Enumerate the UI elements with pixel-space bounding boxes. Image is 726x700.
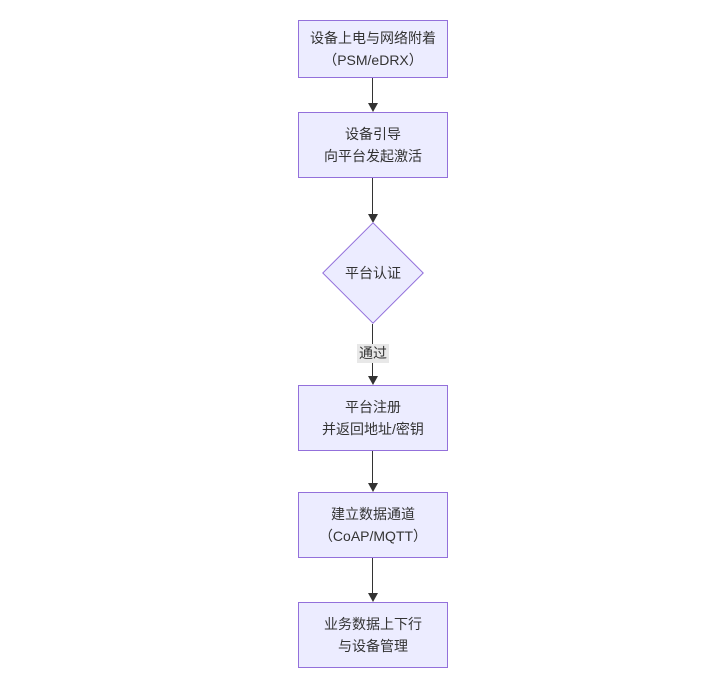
arrowhead-icon bbox=[368, 483, 378, 492]
edge-line-2 bbox=[372, 178, 373, 215]
node-label-line: 平台认证 bbox=[345, 265, 401, 281]
arrowhead-icon bbox=[368, 376, 378, 385]
flow-node-power-attach: 设备上电与网络附着 （PSM/eDRX） bbox=[298, 20, 448, 78]
node-label-line: 并返回地址/密钥 bbox=[322, 421, 424, 437]
flow-node-register: 平台注册 并返回地址/密钥 bbox=[298, 385, 448, 451]
node-label-line: 业务数据上下行 bbox=[324, 616, 422, 632]
arrowhead-icon bbox=[368, 103, 378, 112]
edge-line-5 bbox=[372, 558, 373, 594]
flow-node-data-channel: 建立数据通道 （CoAP/MQTT） bbox=[298, 492, 448, 558]
node-label-line: 设备引导 bbox=[345, 126, 401, 142]
node-label-line: 向平台发起激活 bbox=[324, 148, 422, 164]
node-label-line: 平台注册 bbox=[345, 399, 401, 415]
arrowhead-icon bbox=[368, 214, 378, 223]
flow-node-business-data: 业务数据上下行 与设备管理 bbox=[298, 602, 448, 668]
flow-node-platform-auth: 平台认证 bbox=[322, 222, 424, 324]
flow-node-bootstrap: 设备引导 向平台发起激活 bbox=[298, 112, 448, 178]
node-label-line: 建立数据通道 bbox=[331, 506, 415, 522]
edge-label-pass: 通过 bbox=[357, 344, 389, 363]
edge-line-1 bbox=[372, 78, 373, 104]
arrowhead-icon bbox=[368, 593, 378, 602]
node-label-line: 设备上电与网络附着 bbox=[310, 30, 436, 46]
node-label-line: 与设备管理 bbox=[338, 638, 408, 654]
edge-line-4 bbox=[372, 451, 373, 484]
node-label-line: （CoAP/MQTT） bbox=[318, 528, 428, 544]
node-label-line: （PSM/eDRX） bbox=[323, 52, 423, 68]
